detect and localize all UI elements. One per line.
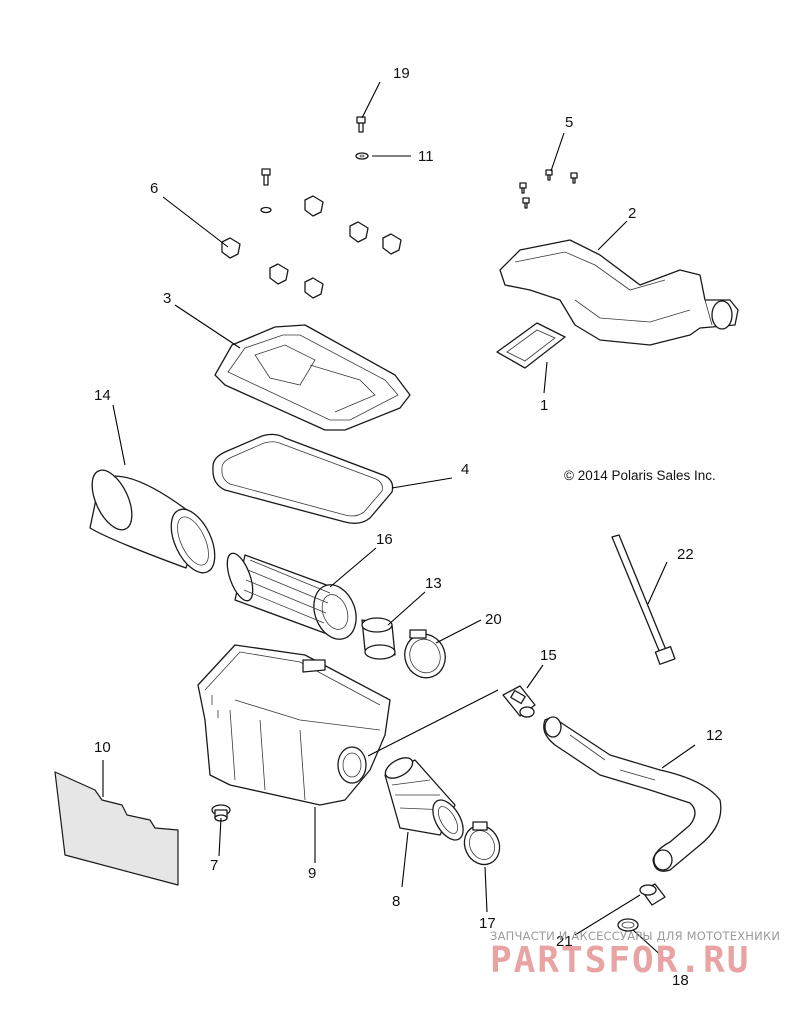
callout-6: 6: [150, 180, 158, 197]
callout-7: 7: [210, 857, 218, 874]
breather-hose-12: [543, 716, 722, 872]
callout-18: 18: [672, 972, 689, 989]
callout-14: 14: [94, 387, 111, 404]
gasket-plate-1: [496, 322, 566, 369]
callout-11: 11: [418, 148, 434, 165]
airbox-base-9: [197, 644, 391, 806]
callout-2: 2: [628, 205, 636, 222]
breather-fitting-15: [502, 685, 536, 718]
copyright-notice: © 2014 Polaris Sales Inc.: [564, 468, 716, 483]
callout-17: 17: [479, 915, 496, 932]
callout-5: 5: [565, 114, 573, 131]
callout-8: 8: [392, 893, 400, 910]
prefilter-sleeve-14: [89, 469, 216, 574]
watermark: ЗАПЧАСТИ И АКСЕССУАРЫ ДЛЯ МОТОТЕХНИКИ PA…: [490, 929, 780, 981]
seal-4: [212, 433, 394, 524]
washer-11: [355, 152, 369, 160]
callout-16: 16: [376, 531, 393, 548]
screw-19: [356, 116, 366, 133]
callout-9: 9: [308, 865, 316, 882]
callout-21: 21: [556, 933, 573, 950]
callout-10: 10: [94, 739, 111, 756]
airbox-lid-3: [214, 324, 411, 431]
callout-15: 15: [540, 647, 557, 664]
clips-6: [221, 195, 402, 299]
clamp-20: [404, 629, 446, 679]
callout-4: 4: [461, 461, 469, 478]
callout-1: 1: [540, 397, 548, 414]
callout-20: 20: [485, 611, 502, 628]
grommet-7: [211, 804, 231, 822]
coupler-13: [361, 617, 396, 660]
leader-lines: [102, 81, 696, 969]
callout-3: 3: [163, 290, 171, 307]
cap-21: [639, 883, 666, 906]
cable-tie-22: [611, 534, 676, 665]
screw-small: [260, 168, 272, 214]
screws-5: [519, 169, 578, 209]
clamp-18: [617, 918, 639, 932]
watermark-subtitle: ЗАПЧАСТИ И АКСЕССУАРЫ ДЛЯ МОТОТЕХНИКИ: [490, 929, 780, 943]
air-filter-16: [226, 552, 357, 640]
callout-22: 22: [677, 546, 694, 563]
watermark-brand: PARTSFOR.RU: [490, 940, 750, 981]
clamp-17: [463, 821, 501, 866]
callout-12: 12: [706, 727, 723, 744]
intake-duct-2: [499, 239, 739, 346]
plate-10: [54, 771, 179, 886]
outlet-boot-8: [384, 757, 464, 841]
callout-19: 19: [393, 65, 410, 82]
callout-13: 13: [425, 575, 442, 592]
callout-labels: 19 11 5 2 6 3 1 4 14 16 13 20 15 12 22 1…: [94, 65, 723, 989]
